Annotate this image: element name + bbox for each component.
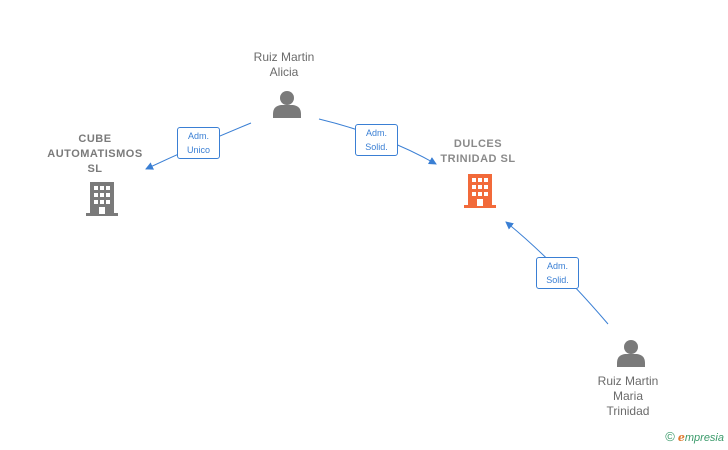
- copyright-icon: ©: [665, 429, 675, 444]
- label-line: SL: [87, 163, 103, 175]
- label-line: CUBE: [78, 133, 112, 145]
- badge-line: Solid.: [546, 275, 569, 285]
- badge-line: Adm.: [365, 128, 387, 138]
- building-icon-main[interactable]: [464, 174, 496, 208]
- label-line: Ruiz Martin: [597, 374, 659, 388]
- badge-line: Unico: [186, 145, 210, 155]
- company-label-dulces[interactable]: DULCES TRINIDAD SL: [418, 137, 538, 167]
- badge-line: Adm.: [546, 261, 568, 271]
- person-label-maria[interactable]: Ruiz Martin Maria Trinidad: [578, 374, 678, 419]
- brand-footer[interactable]: © empresia: [665, 429, 724, 444]
- label-line: DULCES: [453, 138, 503, 150]
- person-icon[interactable]: [617, 340, 645, 367]
- edge-badge-adm-unico[interactable]: Adm. Unico: [177, 127, 220, 159]
- label-line: Maria: [612, 389, 643, 403]
- person-icon[interactable]: [273, 91, 301, 118]
- building-icon[interactable]: [86, 182, 118, 216]
- edge-badge-adm-solid[interactable]: Adm. Solid.: [355, 124, 398, 156]
- brand-initial: e: [677, 431, 685, 444]
- badge-line: Solid.: [365, 142, 388, 152]
- person-label-alicia[interactable]: Ruiz Martin Alicia: [234, 50, 334, 80]
- company-label-cube[interactable]: CUBE AUTOMATISMOS SL: [40, 132, 150, 177]
- edge-badge-adm-solid[interactable]: Adm. Solid.: [536, 257, 579, 289]
- brand-name: mpresia: [684, 432, 724, 444]
- label-line: Alicia: [269, 65, 299, 79]
- label-line: Ruiz Martin: [253, 50, 315, 64]
- label-line: Trinidad: [606, 404, 650, 418]
- label-line: AUTOMATISMOS: [47, 148, 143, 160]
- label-line: TRINIDAD SL: [440, 153, 516, 165]
- badge-line: Adm.: [187, 131, 209, 141]
